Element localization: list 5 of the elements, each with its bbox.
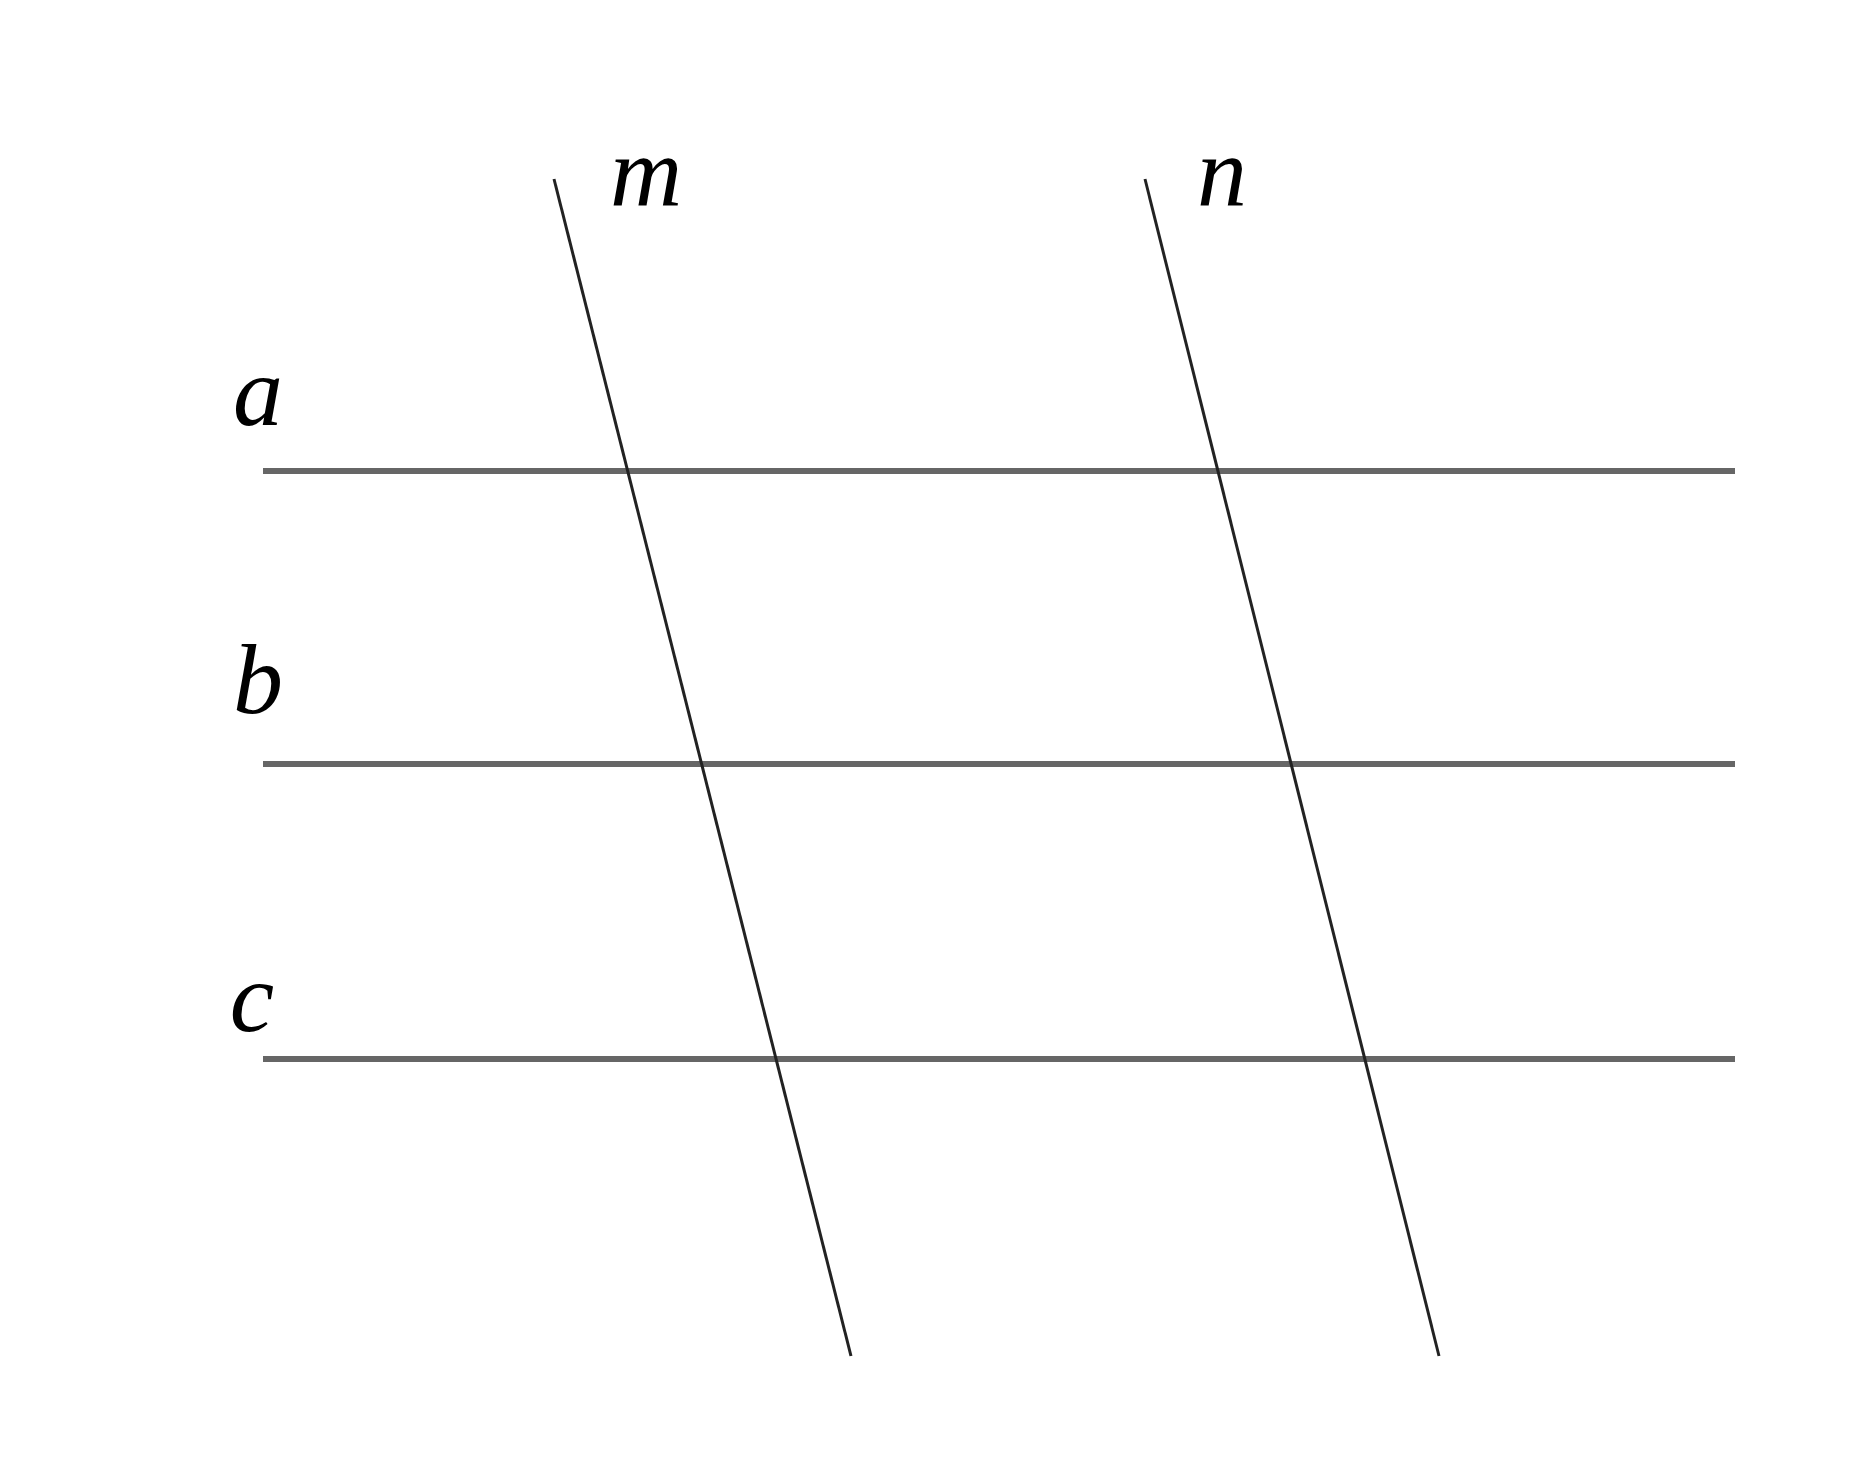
line-label: b <box>233 630 283 730</box>
line-label: c <box>229 948 275 1048</box>
line-label: n <box>1197 122 1247 222</box>
line-label: m <box>609 122 683 222</box>
line-label: a <box>233 342 283 442</box>
